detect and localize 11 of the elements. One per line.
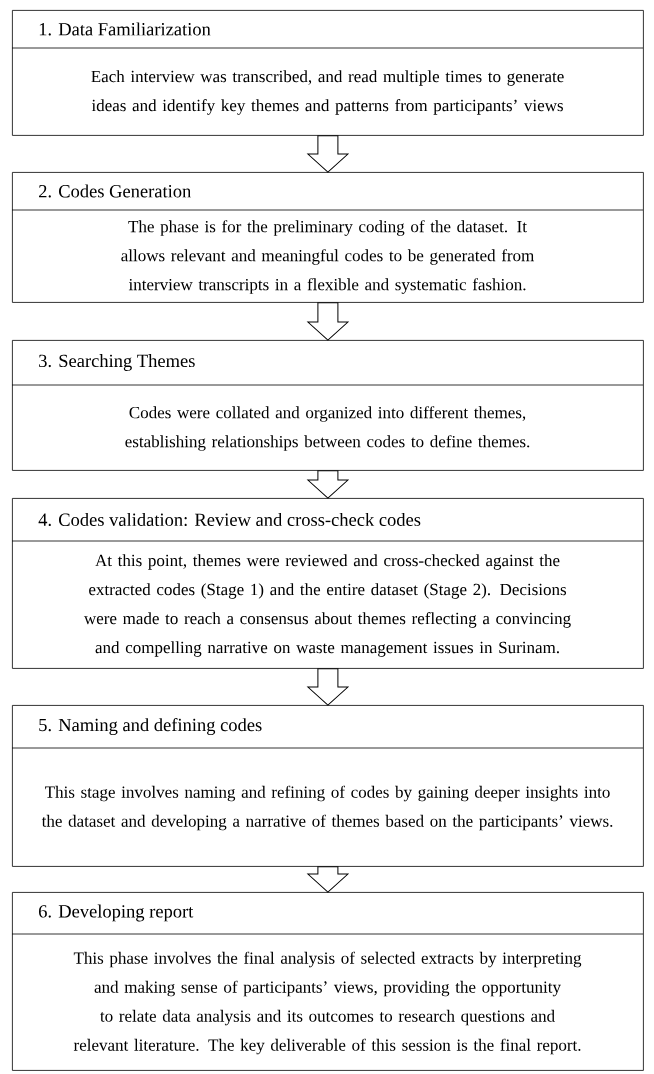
stage-box: 1. Data Familiarization Each interview was transcribed, and read multiple times to generate ideas and identify key themes and patterns from participants’ views [11, 10, 644, 136]
block-arrow [307, 302, 349, 341]
stage-box: 5. Naming and defining codes This stage involves naming and refining of codes by gaining deeper insights into the dataset and developing a narrative of themes based on the participants’ views. [11, 705, 644, 867]
block-arrow [307, 135, 349, 173]
block-arrow [307, 470, 349, 499]
block-arrow [307, 866, 349, 893]
stage-box: 4. Codes validation: Review and cross-check codes At this point, themes were reviewed and cross-checked against the extracted codes (Stage 1) and the entire dataset (Stage 2). Decisions were made to reach a consensus about themes reflecting a convincing and compelling narrative on waste management issues in Surinam. [11, 498, 644, 669]
stage-box: 3. Searching Themes Codes were collated and organized into different themes, establishing relationships between codes to define themes. [11, 340, 644, 471]
stage-box: 2. Codes Generation The phase is for the preliminary coding of the dataset. It allows relevant and meaningful codes to be generated from interview transcripts in a flexible and systematic fashion. [11, 172, 644, 303]
block-arrow [307, 668, 349, 706]
stage-box: 6. Developing report This phase involves the final analysis of selected extracts by interpreting and making sense of participants’ views, providing the opportunity to relate data analysis and its outcomes to research questions and relevant literature. The key deliverable of this session is the final report. [11, 892, 644, 1071]
